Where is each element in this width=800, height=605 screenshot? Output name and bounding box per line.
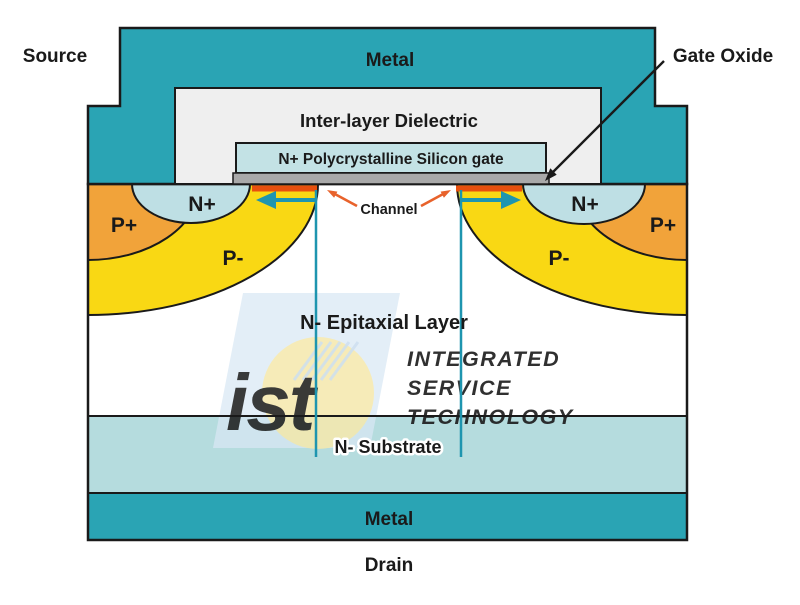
watermark-circle [262,337,374,449]
drain-label: Drain [365,555,414,576]
p-plus-label-right: P+ [650,214,676,237]
channel-strip-left [252,185,317,192]
metal-bottom-label: Metal [365,509,414,530]
watermark-logo-text: ist [226,358,319,447]
gate-oxide-pointer-line [548,60,665,177]
flow-arrow-head-left-icon [256,191,276,209]
n-plus-label-left: N+ [188,193,215,216]
channel-pointer-shaft-right [420,191,446,208]
channel-pointer-shaft-left [332,191,358,208]
watermark-logo: ist INTEGRATED SERVICE TECHNOLOGY [213,293,572,449]
watermark-line1: INTEGRATED [407,347,560,371]
channel-pointer-arrowhead-left-icon [327,190,338,198]
n-plus-source-left [130,183,252,224]
p-plus-label-left: P+ [111,214,137,237]
metal-top-label: Metal [366,50,415,71]
drain-metal-region [88,493,687,540]
channel-pointers [327,190,451,208]
watermark-line2: SERVICE [407,376,512,400]
gate-oxide-pointer-arrowhead-icon [545,168,557,181]
poly-gate-label: N+ Polycrystalline Silicon gate [278,151,504,168]
p-minus-label-left: P- [223,247,244,270]
n-plus-source-right [521,183,647,225]
poly-gate-region [235,142,547,174]
n-plus-label-right: N+ [571,193,598,216]
n-substrate-region [88,416,687,493]
flow-arrow-head-right-icon [501,191,521,209]
channel-label: Channel [360,202,417,218]
inter-layer-dielectric-label: Inter-layer Dielectric [300,110,478,131]
n-epitaxial-label: N- Epitaxial Layer [300,312,468,334]
channel-pointer-arrowhead-right-icon [440,190,451,198]
source-label: Source [23,46,87,67]
p-minus-label-right: P- [549,247,570,270]
n-substrate-label: N- Substrate [334,437,441,457]
current-flow-marks [256,190,521,457]
gate-oxide-region [232,172,550,185]
gate-oxide-label: Gate Oxide [673,46,773,67]
channel-strip-right [456,185,522,192]
